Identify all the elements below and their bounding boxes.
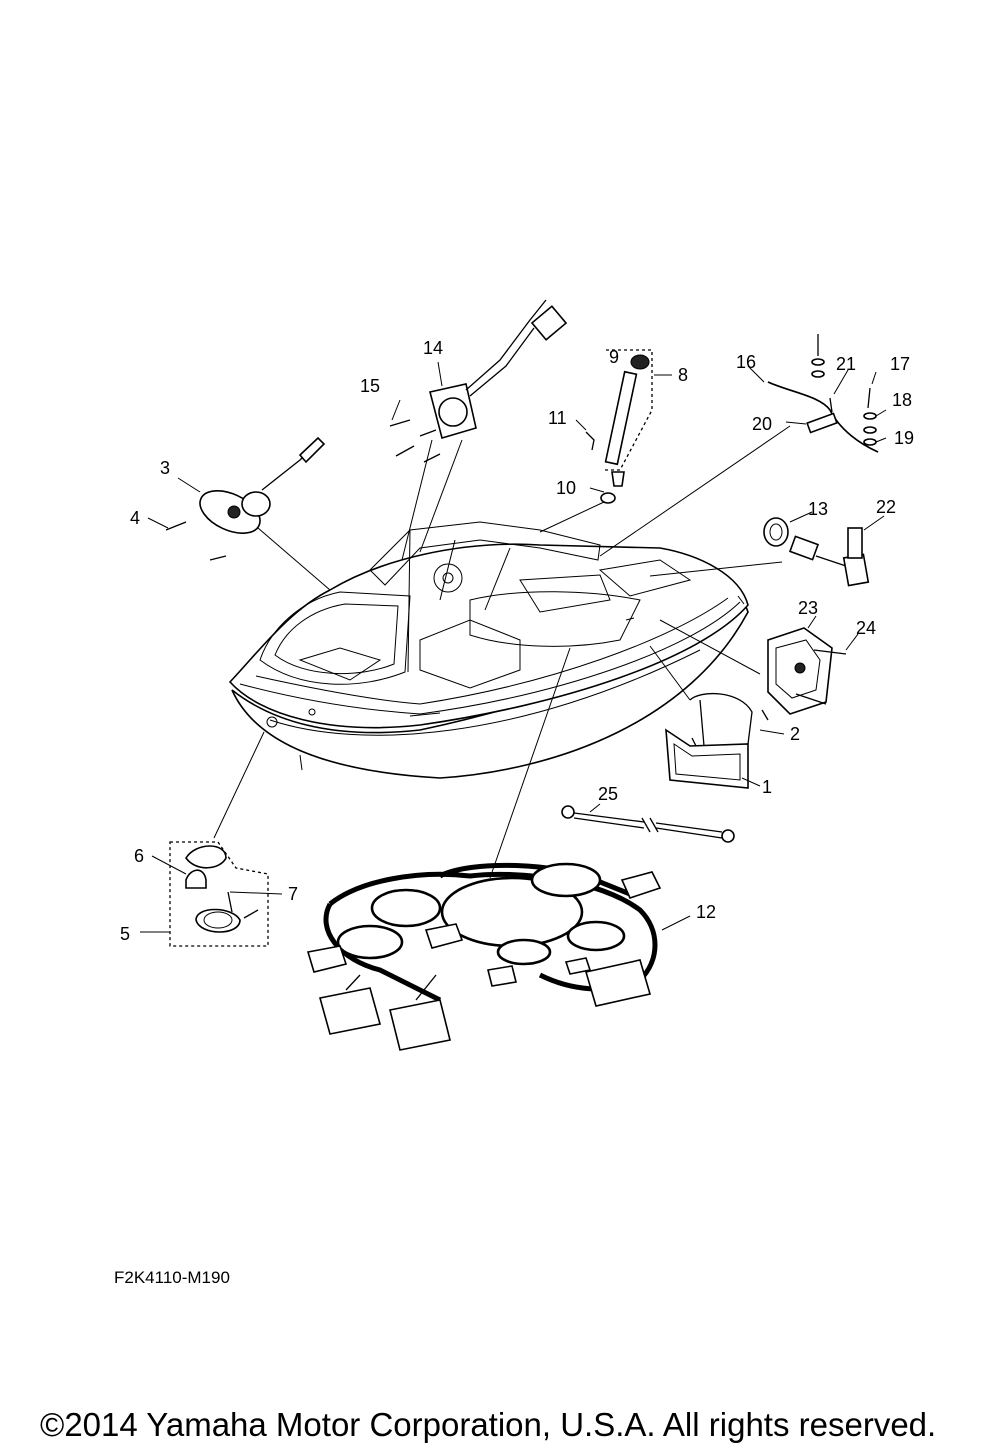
- callout-22: 22: [876, 497, 896, 517]
- diagram-reference-code: F2K4110-M190: [114, 1268, 230, 1287]
- copyright-notice: ©2014 Yamaha Motor Corporation, U.S.A. A…: [40, 1406, 937, 1443]
- callout-1: 1: [762, 777, 772, 797]
- part-8-tube-assembly: [604, 349, 653, 471]
- callout-13: 13: [808, 499, 828, 519]
- callout-9: 9: [609, 347, 619, 367]
- callout-19: 19: [894, 428, 914, 448]
- callout-20: 20: [752, 414, 772, 434]
- callout-21: 21: [836, 354, 856, 374]
- callout-18: 18: [892, 390, 912, 410]
- callout-14: 14: [423, 338, 443, 358]
- part-10-grommet: [600, 471, 625, 504]
- part-11-clip: [585, 431, 595, 451]
- part-13-grommet: [763, 517, 789, 547]
- boat-hull: [228, 521, 749, 779]
- leader-lines: [140, 361, 887, 933]
- callout-15: 15: [360, 376, 380, 396]
- callout-17: 17: [890, 354, 910, 374]
- part-22-sensor: [788, 527, 870, 587]
- part-24-bolts: [795, 649, 847, 705]
- part-3-flange: [199, 436, 326, 534]
- part-5-7-group: [169, 841, 269, 947]
- callout-25: 25: [598, 784, 618, 804]
- callout-3: 3: [160, 458, 170, 478]
- part-23-unit: [767, 627, 833, 715]
- callout-7: 7: [288, 884, 298, 904]
- callout-23: 23: [798, 598, 818, 618]
- part-25-cable: [561, 805, 735, 843]
- part-12-harness: [306, 862, 662, 1051]
- part-16-hose: [767, 381, 879, 453]
- part-1-bracket: [665, 692, 753, 789]
- callout-6: 6: [134, 846, 144, 866]
- callout-5: 5: [120, 924, 130, 944]
- callout-2: 2: [790, 724, 800, 744]
- part-14-flange: [429, 299, 568, 440]
- callout-16: 16: [736, 352, 756, 372]
- callout-11: 11: [548, 408, 567, 428]
- callout-4: 4: [130, 508, 140, 528]
- callout-24: 24: [856, 618, 876, 638]
- callout-10: 10: [556, 478, 576, 498]
- part-4-screw: [165, 521, 227, 561]
- callout-8: 8: [678, 365, 688, 385]
- callout-labels: 1 2 3 4 5 6 7 8 9 10 11 12 13 14 15 16 1…: [120, 338, 914, 944]
- part-15-screws: [389, 419, 441, 463]
- part-2-screw: [691, 709, 769, 747]
- callout-12: 12: [696, 902, 716, 922]
